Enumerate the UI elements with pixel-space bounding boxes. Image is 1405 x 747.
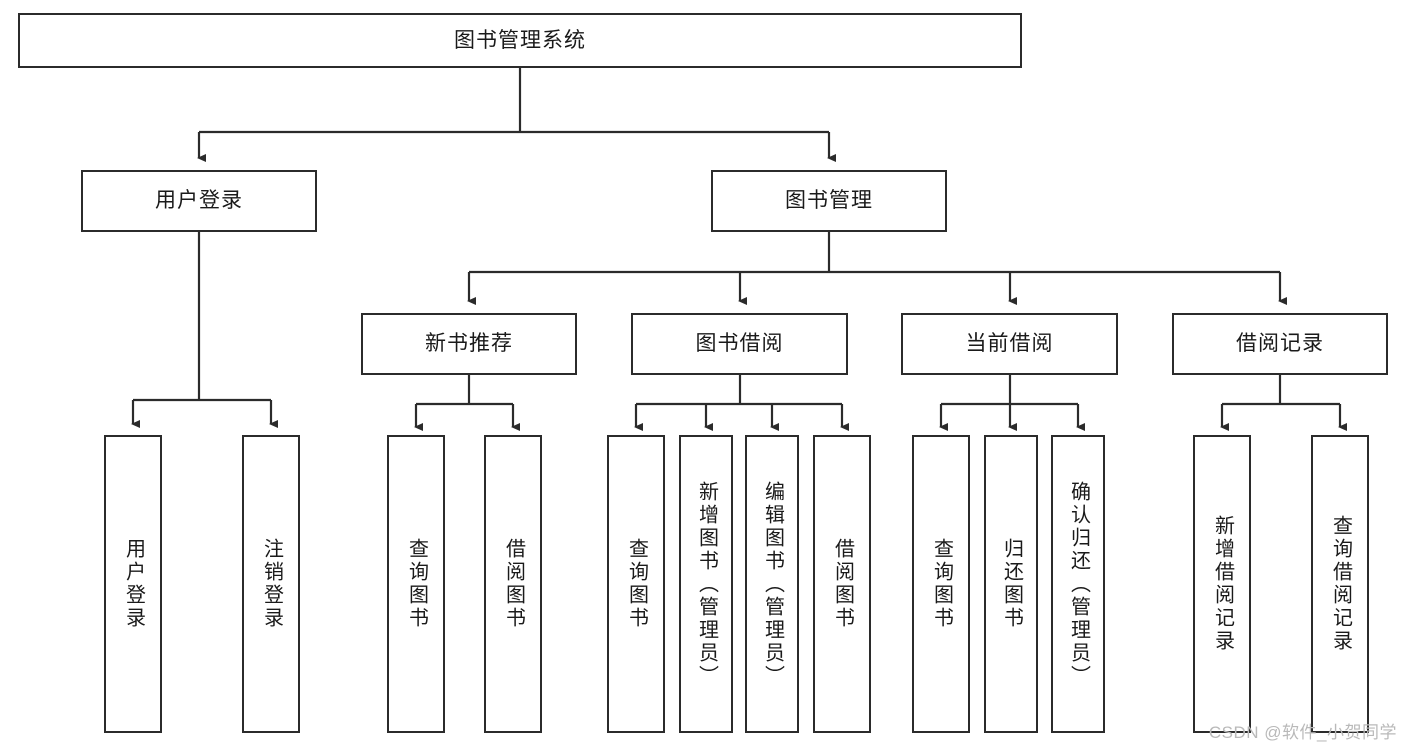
node-label: 注销登录 [260, 538, 283, 630]
node-label: 查询图书 [625, 538, 648, 630]
node-label: 查询图书 [930, 538, 953, 630]
node-label: 归还图书 [1000, 538, 1023, 630]
node-label: 查询借阅记录 [1329, 515, 1352, 653]
leaf-query-book-current[interactable]: 查询图书 [912, 435, 970, 733]
leaf-logout-login[interactable]: 注销登录 [242, 435, 300, 733]
node-label: 用户登录 [122, 538, 145, 630]
node-label: 借阅图书 [502, 538, 525, 630]
node-label: 当前借阅 [965, 332, 1054, 356]
leaf-confirm-return-admin[interactable]: 确认归还（管理员） [1051, 435, 1105, 733]
node-label: 借阅图书 [831, 538, 854, 630]
node-label: 确认归还（管理员） [1067, 480, 1090, 688]
node-label: 新增图书（管理员） [695, 480, 718, 688]
node-label: 新增借阅记录 [1211, 515, 1234, 653]
node-borrow-record[interactable]: 借阅记录 [1172, 313, 1388, 375]
node-current-borrow[interactable]: 当前借阅 [901, 313, 1118, 375]
node-label: 图书管理系统 [454, 28, 586, 52]
leaf-user-login[interactable]: 用户登录 [104, 435, 162, 733]
leaf-edit-book-admin[interactable]: 编辑图书（管理员） [745, 435, 799, 733]
node-label: 用户登录 [155, 189, 243, 213]
leaf-query-book-borrow[interactable]: 查询图书 [607, 435, 665, 733]
leaf-borrow-book[interactable]: 借阅图书 [813, 435, 871, 733]
node-label: 借阅记录 [1236, 332, 1324, 356]
node-book-borrow[interactable]: 图书借阅 [631, 313, 848, 375]
node-label: 新书推荐 [425, 332, 513, 356]
node-root-book-management-system[interactable]: 图书管理系统 [18, 13, 1022, 68]
csdn-watermark: CSDN @软件_小贺同学 [1208, 723, 1397, 742]
leaf-query-borrow-record[interactable]: 查询借阅记录 [1311, 435, 1369, 733]
node-label: 编辑图书（管理员） [761, 480, 784, 688]
node-label: 查询图书 [405, 538, 428, 630]
node-book-management[interactable]: 图书管理 [711, 170, 947, 232]
node-new-book-recommend[interactable]: 新书推荐 [361, 313, 577, 375]
node-user-login[interactable]: 用户登录 [81, 170, 317, 232]
leaf-query-book-recommend[interactable]: 查询图书 [387, 435, 445, 733]
leaf-return-book[interactable]: 归还图书 [984, 435, 1038, 733]
node-label: 图书管理 [785, 189, 873, 213]
leaf-add-book-admin[interactable]: 新增图书（管理员） [679, 435, 733, 733]
node-label: 图书借阅 [695, 332, 784, 356]
leaf-add-borrow-record[interactable]: 新增借阅记录 [1193, 435, 1251, 733]
leaf-borrow-book-recommend[interactable]: 借阅图书 [484, 435, 542, 733]
